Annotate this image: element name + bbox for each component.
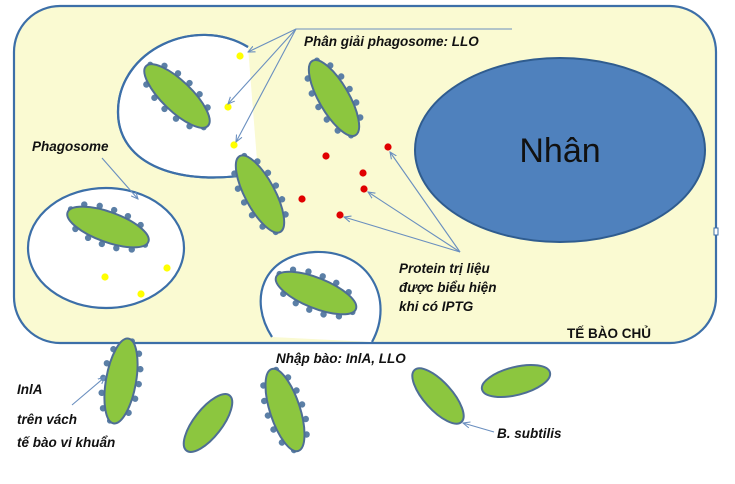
label-bsubtilis: B. subtilis — [497, 426, 562, 441]
lysing-phagosome-outline — [116, 33, 259, 179]
arrows-protein — [344, 152, 461, 253]
phagosome-vesicle — [26, 186, 186, 310]
llo-dots — [101, 52, 244, 298]
label-host-cell: TẾ BÀO CHỦ — [567, 326, 651, 341]
arrow-inla — [71, 377, 105, 406]
label-phagosome: Phagosome — [32, 139, 109, 154]
arrow-phagosome — [101, 157, 138, 199]
bacterium-bsubtilis-plain-3 — [477, 357, 555, 405]
label-protein-1: Protein trị liệu — [399, 261, 491, 276]
label-protein-3: khi có IPTG — [399, 299, 474, 314]
label-inla-2: trên vách — [17, 412, 77, 427]
nucleus — [414, 57, 706, 243]
host-cell-edge-marker — [713, 227, 719, 236]
bacterium-bsubtilis-plain-2 — [403, 359, 473, 433]
label-inla-3: tế bào vi khuẩn — [17, 435, 115, 450]
bacterium-outside-entering — [250, 360, 320, 460]
nucleus-label: Nhân — [519, 132, 600, 170]
protein-dots — [298, 143, 392, 219]
label-entry: Nhập bào: InlA, LLO — [276, 351, 406, 366]
bacterium-bsubtilis-plain-1 — [174, 385, 242, 461]
label-inla-1: InlA — [17, 382, 43, 397]
arrows-phagosome-lysis — [228, 28, 512, 142]
arrow-bsubtilis — [463, 423, 495, 433]
label-phagosome-lysis: Phân giải phagosome: LLO — [304, 34, 479, 49]
label-protein-2: được biểu hiện — [399, 280, 496, 295]
